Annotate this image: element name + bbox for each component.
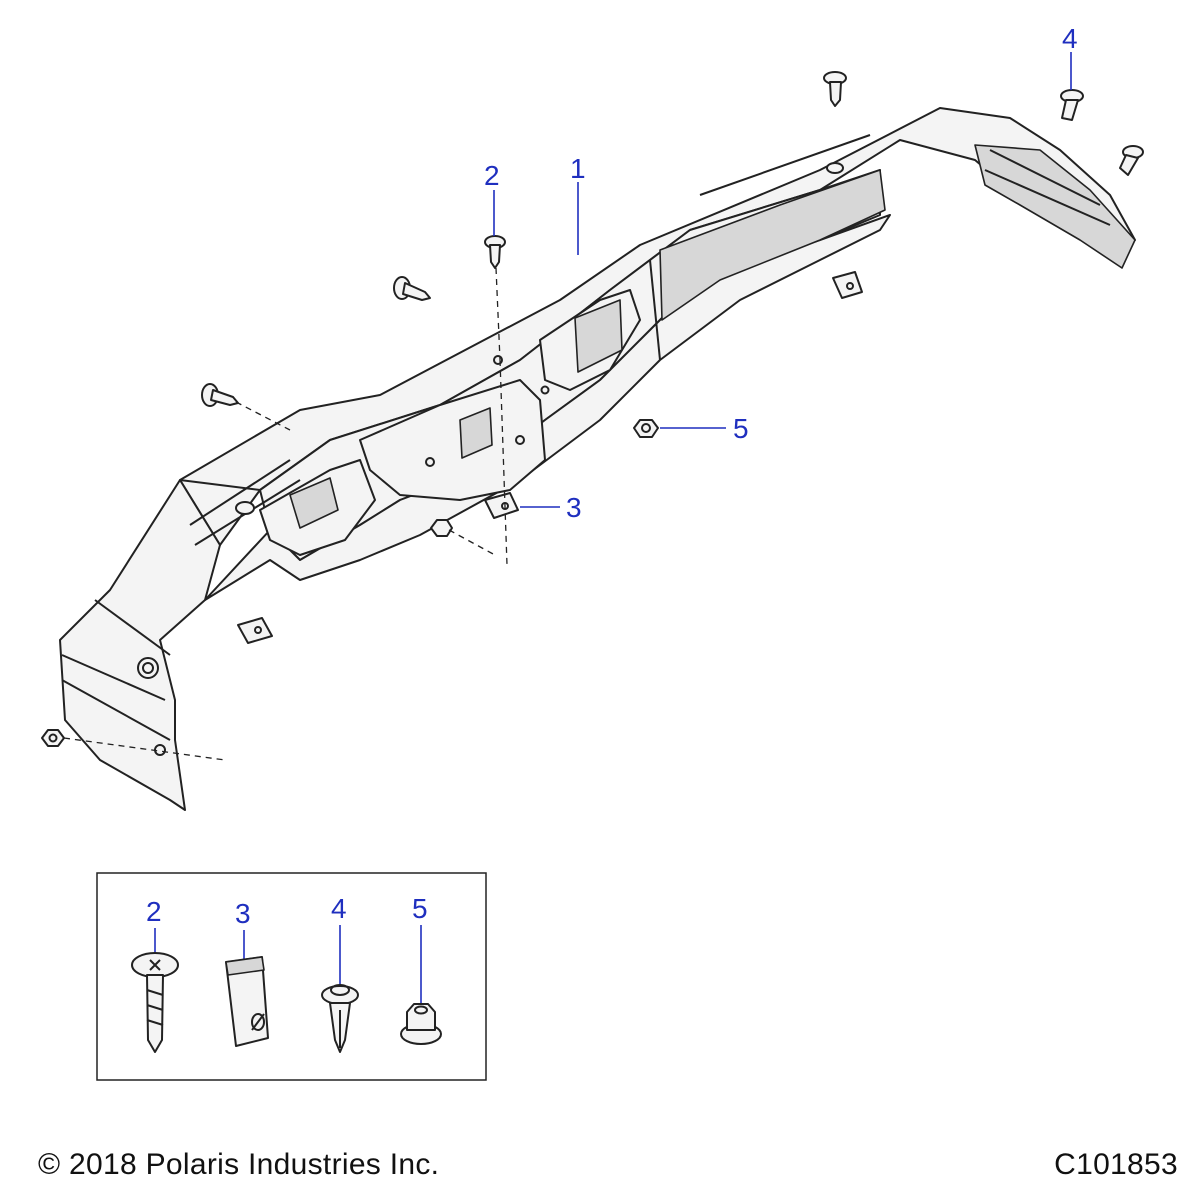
leader-lines [493,52,1072,508]
drawing-number: C101853 [1054,1148,1178,1181]
inset-callout-4: 4 [331,893,347,924]
copyright-text: © 2018 Polaris Industries Inc. [38,1148,440,1181]
fastener-legend-box: 2 3 4 5 [96,872,487,1081]
callout-1: 1 [570,153,586,184]
grommet-icon [137,657,159,679]
callout-2: 2 [484,160,500,191]
clip-nut-icon [237,617,273,644]
screw-icon [823,71,847,107]
clip-nut-icon [484,492,519,519]
nut-icon [430,519,453,537]
nut-icon [633,419,659,438]
callout-4: 4 [1062,23,1078,54]
screw-icon [484,235,506,269]
push-rivet-icon [1060,89,1084,121]
nut-icon [400,1003,442,1045]
screw-icon [201,383,239,407]
inset-callout-3: 3 [235,898,251,929]
inset-callout-2: 2 [146,896,162,927]
push-rivet-icon [1119,145,1144,176]
clip-nut-icon [832,271,863,299]
clip-on-face-icon [235,162,844,515]
clip-nut-icon [225,956,269,1047]
inset-callout-5: 5 [412,893,428,924]
callout-5: 5 [733,413,749,444]
bumper-part [59,107,1136,811]
push-rivet-icon [321,984,359,1053]
assembly-lines [63,267,508,761]
screw-icon [393,276,431,301]
screw-icon [131,952,179,1053]
callout-3: 3 [566,492,582,523]
nut-icon [41,729,65,747]
